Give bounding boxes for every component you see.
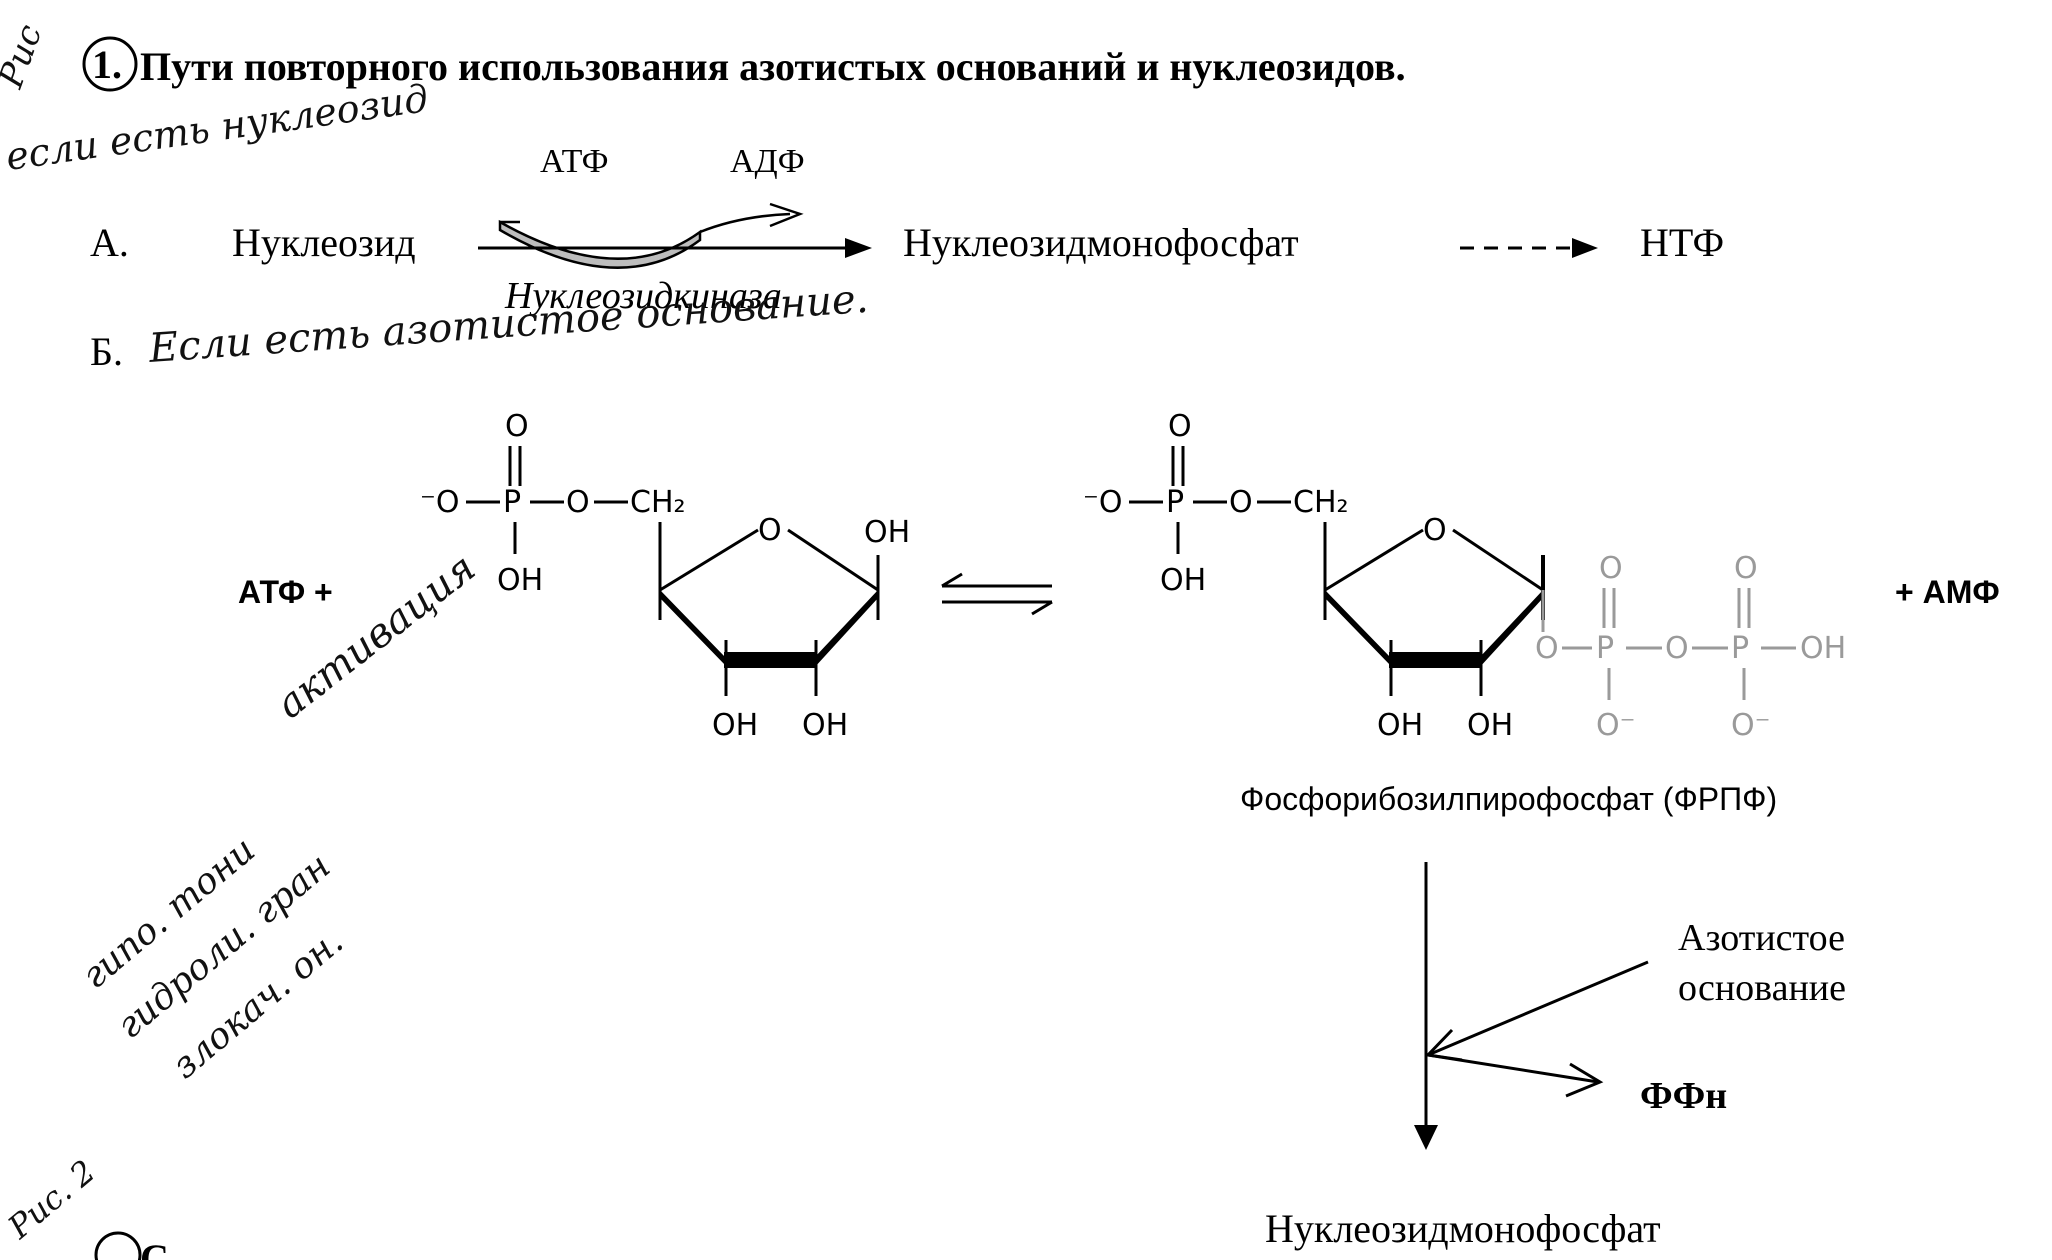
pp-oh: OH (1800, 631, 1846, 666)
enzyme-label: Нуклеозидкиназа (504, 275, 782, 317)
reaction-a-arrow (478, 238, 872, 258)
ribose-5-phosphate-structure: O ⁻O P O CH₂ OH O OH OH OH (420, 409, 910, 743)
group-ch2: CH₂ (1293, 485, 1349, 520)
equilibrium-arrows (941, 572, 1053, 616)
atom-oh-c3: OH (1377, 708, 1423, 743)
note-activation: активация (268, 545, 484, 728)
atom-oh-phosphate: OH (1160, 563, 1206, 598)
pp-o2-top: O (1734, 551, 1758, 586)
result-nmp: Нуклеозидмонофосфат (1265, 1206, 1661, 1251)
atom-p: P (503, 485, 521, 520)
atom-oh-c3: OH (712, 708, 758, 743)
pp-o2-minus: O⁻ (1731, 708, 1770, 743)
page-title: Пути повторного использования азотистых … (140, 44, 1406, 89)
pp-p2: P (1731, 631, 1749, 666)
side-mark-top: Рис (0, 19, 50, 94)
ppi-outgoing-arrow (1427, 1053, 1604, 1098)
coproduct-amp: + АМФ (1895, 574, 2000, 610)
atom-p: P (1166, 485, 1184, 520)
atom-o-top: O (505, 409, 529, 444)
cofactor-curved-arrow (498, 202, 804, 269)
atom-oh-c2: OH (1467, 708, 1513, 743)
next-section-circle (94, 1231, 142, 1260)
base-label-line2: основание (1678, 967, 1846, 1009)
pp-o1-minus: O⁻ (1596, 708, 1635, 743)
pp-o-link: O (1535, 631, 1559, 666)
reaction-a-final: НТФ (1640, 220, 1724, 265)
atom-o-bridge: O (1229, 485, 1253, 520)
ppi-label: ФФн (1640, 1075, 1727, 1117)
title-number: 1. (92, 42, 122, 87)
base-label-line1: Азотистое (1678, 917, 1845, 959)
next-section-start: С (140, 1236, 169, 1260)
prpp-name: Фосфорибозилпирофосфат (ФРПФ) (1240, 781, 1777, 817)
pp-o-bridge: O (1665, 631, 1689, 666)
cofactor-atp: АТФ (540, 143, 608, 180)
cofactor-adp: АДФ (730, 143, 805, 180)
reactant-atp: АТФ + (238, 574, 333, 610)
atom-o-ring: O (758, 513, 782, 548)
atom-o-bridge: O (566, 485, 590, 520)
group-ch2: CH₂ (630, 485, 686, 520)
atom-o-minus: ⁻O (420, 485, 459, 520)
reaction-a-label: А. (90, 220, 129, 265)
side-mark-bottom: Рис. 2 (0, 1152, 102, 1247)
title-number-circle (82, 36, 138, 92)
atom-o-ring: O (1423, 513, 1447, 548)
atom-oh-phosphate: OH (497, 563, 543, 598)
reaction-a-substrate: Нуклеозид (232, 220, 416, 265)
reaction-b-label: Б. (90, 329, 123, 374)
dashed-arrow (1460, 238, 1598, 258)
pp-p1: P (1596, 631, 1614, 666)
pp-o1-top: O (1599, 551, 1623, 586)
atom-o-minus: ⁻O (1083, 485, 1122, 520)
atom-o-top: O (1168, 409, 1192, 444)
prpp-structure: O ⁻O P O CH₂ OH O OH OH O P O O⁻ (1083, 409, 1846, 743)
base-incoming-line (1424, 960, 1649, 1062)
note-below-title: если есть нуклеозид (3, 76, 431, 179)
reaction-a-product: Нуклеозидмонофосфат (903, 220, 1299, 265)
downward-arrow (1414, 862, 1438, 1150)
atom-oh-c2: OH (802, 708, 848, 743)
atom-oh-c1: OH (864, 515, 910, 550)
